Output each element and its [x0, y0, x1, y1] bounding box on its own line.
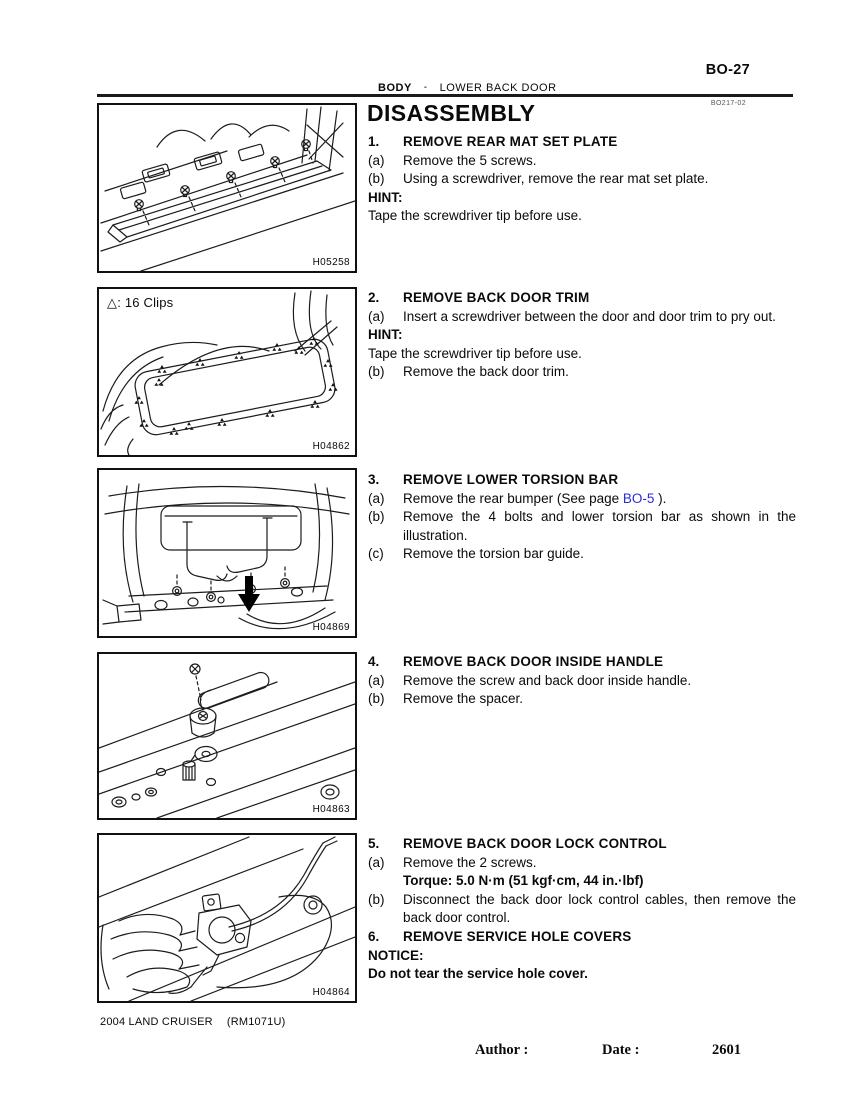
step-4-heading: 4. REMOVE BACK DOOR INSIDE HANDLE [368, 653, 796, 672]
notice-text: Do not tear the service hole cover. [368, 966, 588, 982]
step-4: 4. REMOVE BACK DOOR INSIDE HANDLE (a) Re… [368, 653, 796, 709]
hint-text: Tape the screwdriver tip before use. [368, 345, 582, 361]
breadcrumb-subsection: LOWER BACK DOOR [439, 82, 557, 94]
step-4-item-b: (b) Remove the spacer. [368, 691, 524, 707]
figure-code: H05258 [312, 257, 350, 268]
step-1-item-b: (b) Using a screwdriver, remove the rear… [368, 171, 709, 187]
breadcrumb-section: BODY [378, 82, 412, 94]
header-rule [97, 94, 793, 97]
step-title: REMOVE BACK DOOR INSIDE HANDLE [403, 654, 664, 669]
figure-lower-torsion-bar: H04869 [97, 468, 357, 638]
step-2-item-a: (a) Insert a screwdriver between the doo… [368, 308, 776, 324]
item-text-pre: Remove the rear bumper (See page [403, 490, 623, 506]
manual-code: (RM1071U) [226, 1016, 286, 1028]
back-door-trim-illustration [100, 290, 338, 455]
item-text-post: ). [654, 490, 667, 506]
step-5-and-6: 5. REMOVE BACK DOOR LOCK CONTROL (a) Rem… [368, 835, 796, 984]
hint-text: Tape the screwdriver tip before use. [368, 208, 582, 224]
step-5-item-b: (b) Disconnect the back door lock contro… [368, 891, 796, 926]
step-number: 5. [368, 836, 380, 851]
breadcrumb: BODY-LOWER BACK DOOR [378, 82, 557, 94]
figure-rear-mat-set-plate: H05258 [97, 103, 357, 273]
author-label: Author : [475, 1042, 529, 1058]
step-2-heading: 2. REMOVE BACK DOOR TRIM [368, 289, 796, 308]
figure-code: H04863 [312, 804, 350, 815]
lock-control-illustration [99, 836, 355, 1001]
step-1-heading: 1. REMOVE REAR MAT SET PLATE [368, 133, 796, 152]
step-1: 1. REMOVE REAR MAT SET PLATE (a) Remove … [368, 133, 796, 226]
step-number: 3. [368, 472, 380, 487]
step-number: 6. [368, 928, 380, 944]
step-number: 2. [368, 290, 380, 305]
step-3-item-c: (c) Remove the torsion bar guide. [368, 546, 584, 562]
step-5-item-a: (a) Remove the 2 screws. [368, 854, 537, 870]
step-title: REMOVE BACK DOOR LOCK CONTROL [403, 836, 667, 851]
figure-back-door-inside-handle: H04863 [97, 652, 357, 820]
notice-label: NOTICE: [368, 947, 424, 963]
figure-code: H04869 [312, 622, 350, 633]
hint-label: HINT: [368, 189, 403, 205]
torque-spec: Torque: 5.0 N·m (51 kgf·cm, 44 in.·lbf) [403, 873, 644, 889]
figure-back-door-lock-control: H04864 [97, 833, 357, 1003]
step-number: 4. [368, 654, 380, 669]
inside-handle-illustration [99, 663, 355, 818]
figure-back-door-trim: △: 16 Clips H04862 [97, 287, 357, 457]
remove-direction-arrow [238, 576, 260, 612]
step-title: REMOVE BACK DOOR TRIM [403, 290, 590, 305]
model-footer: 2004 LAND CRUISER (RM1071U) [100, 1016, 286, 1028]
step-4-item-a: (a) Remove the screw and back door insid… [368, 672, 692, 688]
date-label: Date : [602, 1042, 640, 1058]
breadcrumb-separator: - [423, 82, 428, 93]
page-code: BO-27 [705, 62, 750, 78]
figure-code: H04864 [312, 987, 350, 998]
step-title: REMOVE SERVICE HOLE COVERS [403, 928, 632, 944]
revision-code: BO217-02 [710, 100, 746, 107]
step-title: REMOVE REAR MAT SET PLATE [403, 134, 618, 149]
step-number: 1. [368, 134, 380, 149]
figure-code: H04862 [312, 441, 350, 452]
step-2-item-b: (b) Remove the back door trim. [368, 364, 569, 380]
rear-mat-set-plate-illustration [100, 106, 355, 271]
page-reference-link[interactable]: BO-5 [622, 490, 655, 506]
step-3-heading: 3. REMOVE LOWER TORSION BAR [368, 471, 796, 490]
model-name: 2004 LAND CRUISER [100, 1016, 213, 1028]
footer-page-id: 2601 [712, 1042, 741, 1058]
step-title: REMOVE LOWER TORSION BAR [403, 472, 619, 487]
step-3-item-b: (b) Remove the 4 bolts and lower torsion… [368, 509, 796, 543]
hint-label: HINT: [368, 327, 403, 343]
step-1-item-a: (a) Remove the 5 screws. [368, 152, 537, 168]
step-3-item-a: (a) Remove the rear bumper (See page BO-… [368, 490, 667, 506]
page-title: DISASSEMBLY [367, 100, 536, 126]
step-5-heading: 5. REMOVE BACK DOOR LOCK CONTROL [368, 835, 796, 854]
lower-torsion-bar-illustration [102, 483, 350, 630]
step-2: 2. REMOVE BACK DOOR TRIM (a) Insert a sc… [368, 289, 796, 382]
clips-count-annotation: △: 16 Clips [107, 295, 174, 310]
step-6-heading: 6. REMOVE SERVICE HOLE COVERS [368, 928, 796, 947]
step-3: 3. REMOVE LOWER TORSION BAR (a) Remove t… [368, 471, 796, 564]
